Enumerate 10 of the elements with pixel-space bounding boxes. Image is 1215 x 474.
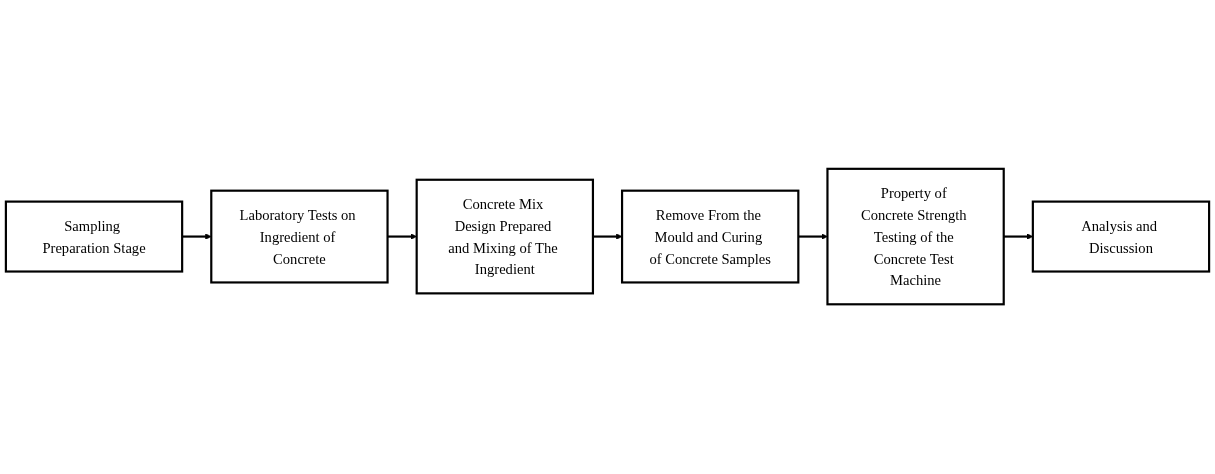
arrow: [387, 233, 417, 241]
node-box: Remove From the Mould and Curing of Concrete Samples: [620, 190, 800, 284]
arrow: [798, 233, 828, 241]
node-box: Laboratory Tests on Ingredient of Concrete: [210, 190, 389, 284]
arrow: [182, 233, 212, 241]
node-box: Analysis and Discussion: [1031, 200, 1211, 274]
node-box: Sampling Preparation Stage: [4, 200, 184, 274]
arrow: [592, 233, 623, 241]
node-box: Concrete Mix Design Prepared and Mixing of The Ingredient: [415, 179, 595, 295]
node-box: Property of Concrete Strength Testing of the Concrete Test Machine: [826, 168, 1005, 306]
